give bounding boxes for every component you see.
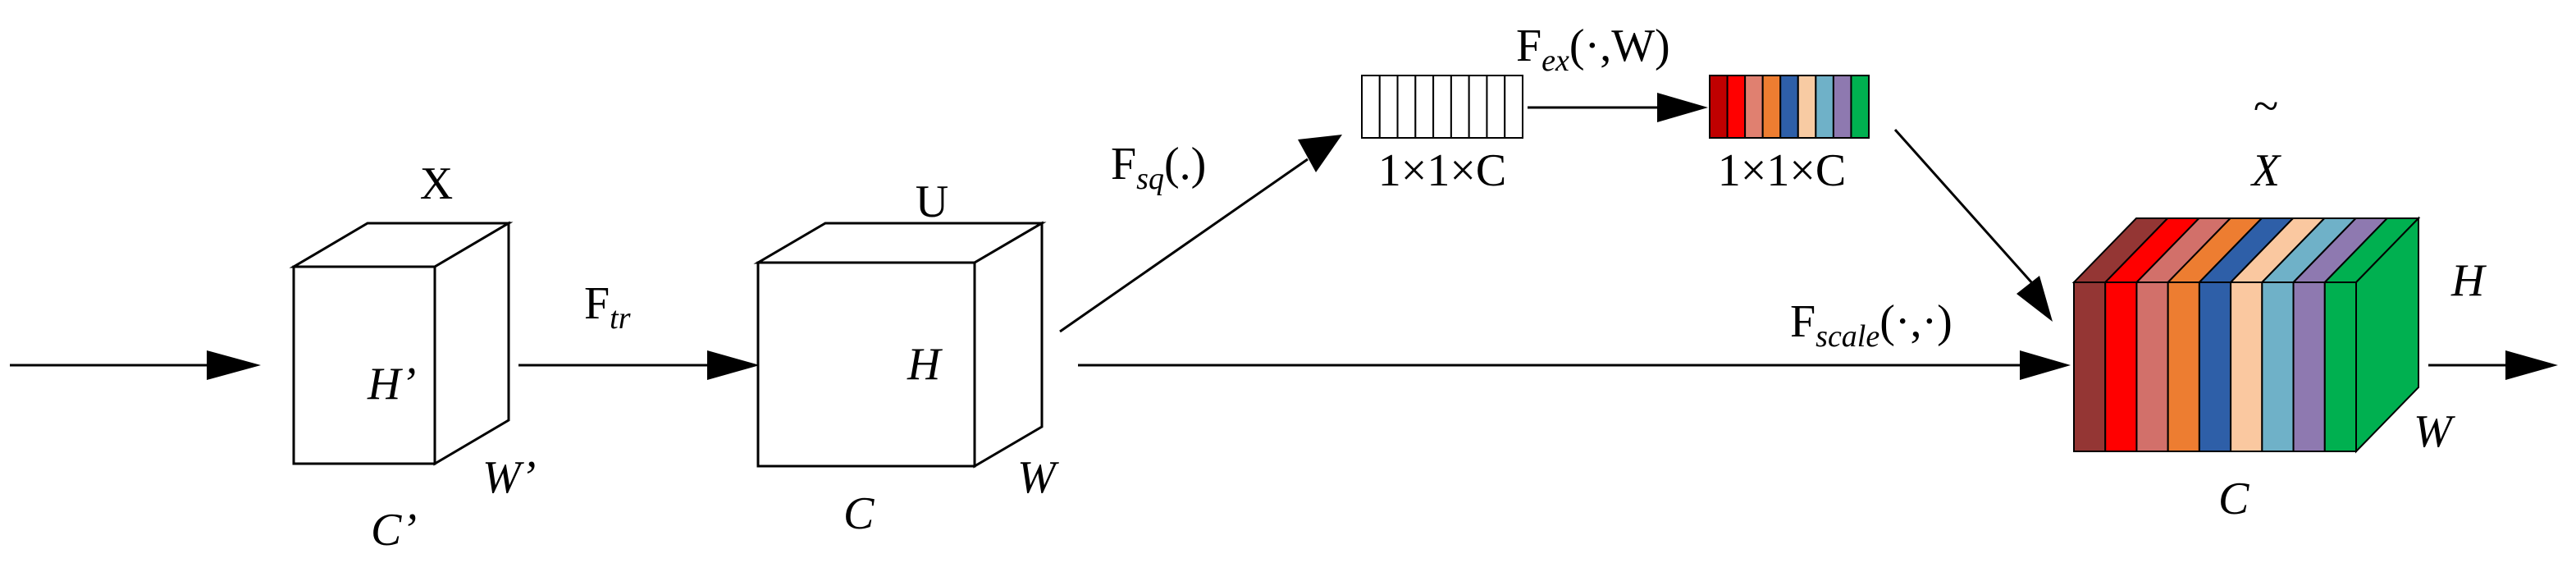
output-height-label: H <box>2450 255 2487 306</box>
output-arrow <box>2428 350 2558 380</box>
excitation-vector <box>1709 75 1870 139</box>
output-front-slice <box>2104 281 2138 452</box>
excitation-cell <box>1709 75 1729 139</box>
excitation-label: Fex(·,W) <box>1516 21 1670 78</box>
squeeze-cell <box>1414 75 1435 139</box>
excitation-cell <box>1797 75 1817 139</box>
squeeze-vector <box>1361 75 1523 139</box>
squeeze-cell <box>1361 75 1381 139</box>
output-front-slice <box>2135 281 2169 452</box>
feature-map-title: U <box>916 176 948 227</box>
squeeze-cell <box>1468 75 1488 139</box>
excitation-arrow <box>1528 93 1708 122</box>
output-front-slice <box>2167 281 2200 452</box>
output-front-slice <box>2073 281 2107 452</box>
input-width-label: W’ <box>482 452 536 503</box>
output-width-label: W <box>2414 406 2455 457</box>
squeeze-cell <box>1504 75 1523 139</box>
output-tilde: ~ <box>2254 81 2278 132</box>
output-tensor-block <box>2071 216 2421 454</box>
scale-label: Fscale(·,·) <box>1790 296 1953 354</box>
excitation-cell <box>1761 75 1782 139</box>
squeeze-cell <box>1396 75 1417 139</box>
squeeze-label: Fsq(.) <box>1111 139 1206 196</box>
output-front-slice <box>2323 281 2358 452</box>
output-tensor-title: X <box>2250 145 2282 196</box>
squeeze-cell <box>1486 75 1506 139</box>
feature-map-block <box>753 221 1047 469</box>
excitation-cell <box>1779 75 1799 139</box>
excitation-cell <box>1815 75 1834 139</box>
scale-arrow-diagonal <box>1893 129 2053 322</box>
output-front-slice <box>2261 281 2295 452</box>
squeeze-cell <box>1450 75 1470 139</box>
input-height-label: H’ <box>367 359 416 410</box>
transform-label: Ftr <box>584 278 631 336</box>
excitation-vector-label: 1×1×C <box>1718 145 1847 196</box>
input-tensor-block <box>289 221 514 466</box>
excitation-cell <box>1744 75 1764 139</box>
excitation-cell <box>1832 75 1852 139</box>
input-tensor-title: X <box>420 158 453 209</box>
scale-arrow-main <box>1078 350 2071 380</box>
transform-arrow <box>518 350 760 380</box>
squeeze-vector-label: 1×1×C <box>1378 145 1507 196</box>
input-channel-label: C’ <box>371 505 417 556</box>
output-channel-label: C <box>2218 474 2249 524</box>
input-arrow <box>10 350 261 380</box>
squeeze-cell <box>1378 75 1399 139</box>
feature-channel-label: C <box>843 488 875 539</box>
output-front-slice <box>2230 281 2263 452</box>
feature-height-label: H <box>907 339 943 390</box>
feature-width-label: W <box>1017 452 1059 503</box>
output-front-slice <box>2198 281 2232 452</box>
excitation-cell <box>1726 75 1747 139</box>
output-front-slice <box>2292 281 2326 452</box>
squeeze-cell <box>1432 75 1452 139</box>
excitation-cell <box>1850 75 1870 139</box>
squeeze-arrow <box>1059 135 1342 333</box>
